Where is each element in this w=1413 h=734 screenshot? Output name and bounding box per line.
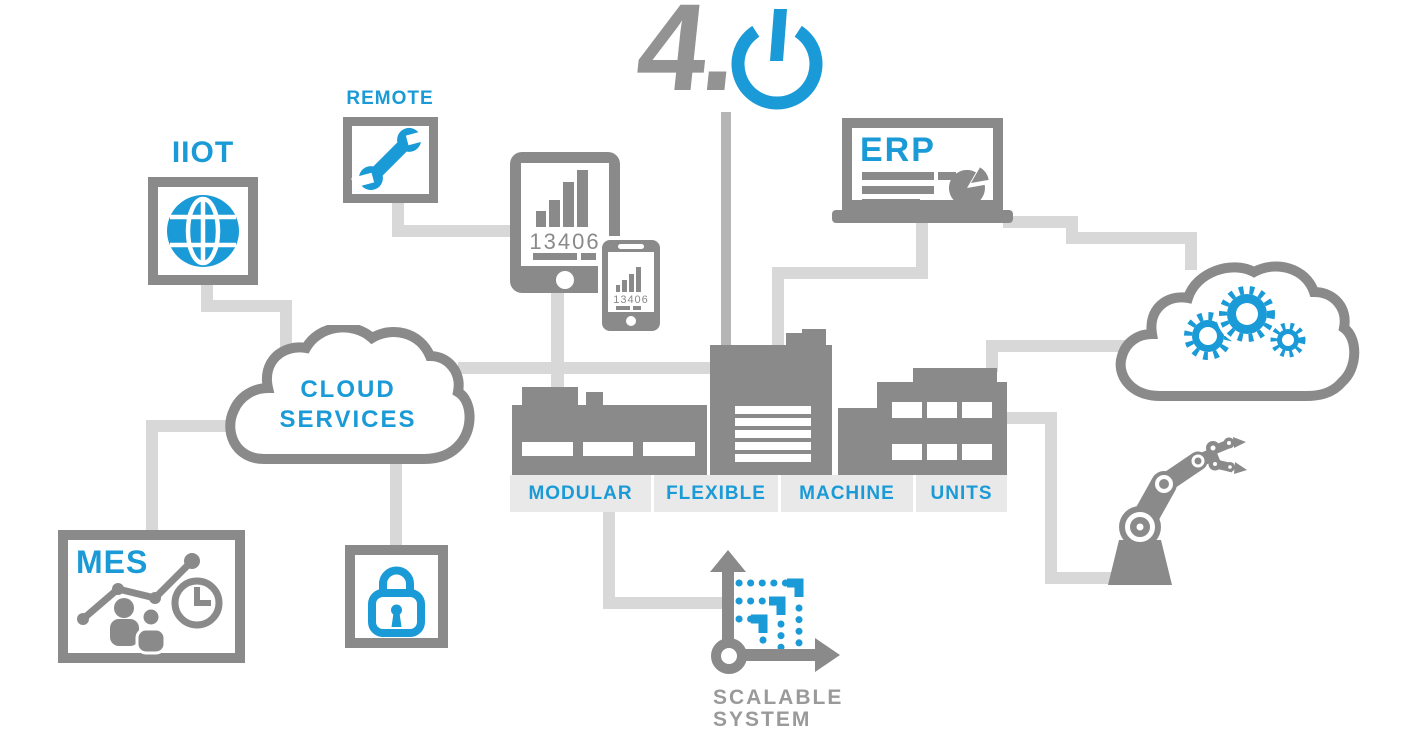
factory-building-mid	[838, 408, 878, 475]
connector-iiot-cloud	[280, 300, 292, 352]
erp-label: ERP	[860, 131, 936, 169]
factory-door-stripe-4	[735, 442, 811, 450]
phone-value: 13406	[613, 294, 649, 306]
factory-label-units-text: UNITS	[930, 482, 993, 504]
connector-erp-across	[772, 267, 928, 279]
axes-icon	[710, 550, 840, 674]
factory-window-r5	[927, 444, 957, 460]
cloud-services-label-2: SERVICES	[279, 406, 417, 433]
connector-iiot-across	[201, 300, 292, 312]
factory-door-stripe-2	[735, 418, 811, 426]
factory-door-stripe-5	[735, 454, 811, 462]
factory-label-units: UNITS	[916, 475, 1007, 512]
tablet-home-button	[556, 271, 574, 289]
factory-window-r3	[962, 402, 992, 418]
connector-tablet-factory	[551, 293, 564, 410]
connector-cloud-factory	[458, 362, 710, 374]
factory-label-modular-text: MODULAR	[528, 482, 633, 504]
connector-robot-down	[1045, 412, 1057, 584]
robot-arm-icon	[1108, 437, 1247, 585]
gear-middle	[1219, 286, 1275, 342]
connector-remote-tablet	[392, 225, 518, 237]
phone-bar-chart-icon	[616, 267, 641, 292]
mes-label: MES	[76, 544, 149, 580]
connector-units-gearscloud	[986, 340, 1126, 352]
connector-modular-scalable	[603, 597, 725, 609]
logo-numeral: 4.	[630, 0, 741, 117]
remote-label: REMOTE	[346, 88, 434, 109]
factory-label-machine-text: MACHINE	[799, 482, 895, 504]
lock-icon	[368, 566, 425, 637]
factory-chimney-2	[802, 329, 826, 345]
scalable-label-1: SCALABLE	[713, 686, 844, 709]
phone-home-button	[626, 316, 636, 326]
factory-roofblock-2	[586, 392, 603, 405]
connector-erp-down	[916, 222, 928, 279]
tablet-value: 13406	[529, 229, 601, 254]
connector-erp-factory	[772, 267, 784, 347]
factory-label-machine: MACHINE	[781, 475, 913, 512]
factory-door-stripe-3	[735, 430, 811, 438]
factory-roofbar-right	[913, 368, 997, 382]
remote-box	[343, 117, 438, 203]
connector-units-right	[1007, 412, 1057, 424]
factory-building-left	[512, 405, 707, 475]
tablet-dash-1	[533, 253, 577, 260]
factory-window-l1	[522, 442, 573, 456]
connector-modular-down	[603, 512, 615, 609]
factory-building-right	[877, 382, 1007, 475]
tablet-dash-2	[581, 253, 596, 260]
wrench-icon	[351, 127, 429, 191]
cloud-services-label-1: CLOUD	[300, 376, 396, 403]
connector-logo-factory	[721, 112, 731, 346]
power-icon	[731, 9, 823, 110]
factory-label-flexible-text: FLEXIBLE	[666, 482, 766, 504]
phone-dash-2	[633, 306, 641, 310]
connector-erp-right1	[1003, 216, 1078, 228]
connector-cloud-mes-across	[146, 420, 242, 432]
factory-label-modular: MODULAR	[510, 475, 651, 512]
connector-erp-right3	[1066, 232, 1197, 244]
factory-window-r4	[892, 444, 922, 460]
analytics-clock-icon	[77, 553, 223, 655]
factory-label-flexible: FLEXIBLE	[654, 475, 778, 512]
connector-cloud-lock	[390, 452, 402, 548]
factory-roofblock-1	[522, 387, 578, 405]
phone-speaker	[618, 244, 644, 249]
bar-chart-icon	[536, 170, 588, 227]
iiot-label: IIOT	[171, 136, 235, 169]
connector-cloud-mes-down	[146, 420, 158, 532]
gear-right	[1270, 322, 1306, 358]
scalable-label-2: SYSTEM	[713, 708, 812, 731]
cloud-gears-icon	[1115, 261, 1360, 401]
factory-window-r6	[962, 444, 992, 460]
factory-window-r1	[892, 402, 922, 418]
erp-laptop-base	[832, 210, 1013, 223]
factory-window-l2	[583, 442, 633, 456]
factory-window-l3	[643, 442, 695, 456]
cloud-icon	[225, 325, 475, 464]
globe-icon	[167, 195, 239, 267]
factory-door-stripe-1	[735, 406, 811, 414]
factory-chimney-1	[786, 333, 803, 345]
phone-dash-1	[616, 306, 630, 310]
pie-chart-icon	[862, 167, 989, 207]
factory-window-r2	[927, 402, 957, 418]
connector-erp-gearscloud	[1185, 232, 1197, 270]
